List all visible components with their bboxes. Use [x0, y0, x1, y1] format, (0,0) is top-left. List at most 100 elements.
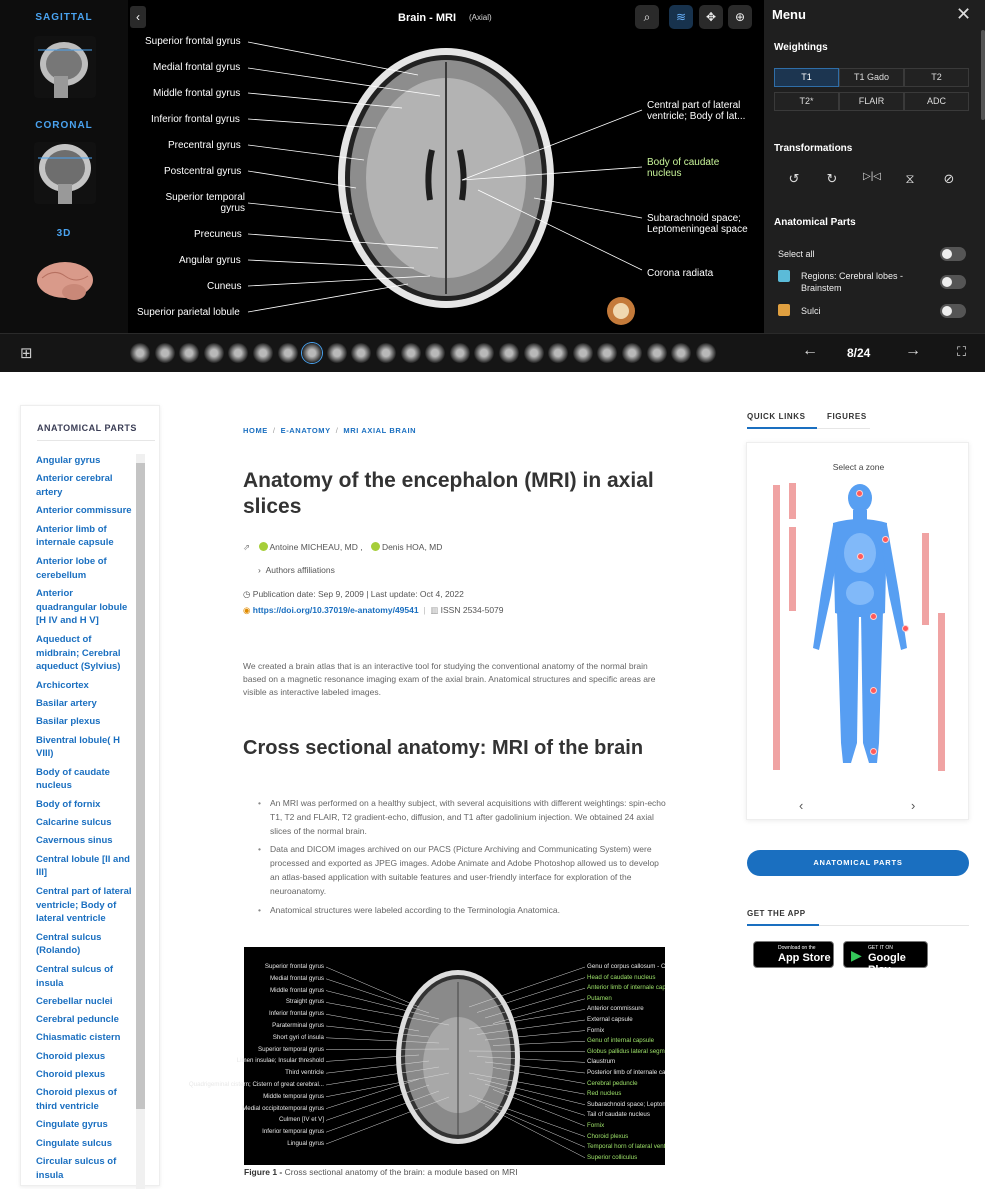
slice-thumbnail[interactable]	[179, 343, 200, 363]
authors-affiliations-toggle[interactable]: › Authors affiliations	[258, 565, 335, 575]
breadcrumb-home[interactable]: HOME	[243, 426, 268, 435]
menu-scrollbar[interactable]	[981, 30, 985, 120]
slice-thumbnail[interactable]	[130, 343, 150, 363]
slice-thumbnail[interactable]	[572, 343, 593, 363]
zoom-in-icon[interactable]: ⊕	[728, 5, 752, 29]
part-link[interactable]: Cavernous sinus	[36, 835, 113, 847]
figure-label[interactable]: Culmen [IV et V]	[278, 1116, 324, 1124]
coronal-thumbnail[interactable]	[34, 142, 96, 204]
slice-thumbnail[interactable]	[523, 343, 544, 363]
figure-label[interactable]: Claustrum	[587, 1058, 616, 1066]
flip-horizontal-icon[interactable]: ▷|◁	[863, 171, 881, 182]
figure-label[interactable]: Short gyri of insula	[272, 1033, 324, 1041]
zone-hotspot-ankle[interactable]	[870, 748, 877, 755]
figure-label[interactable]: Tail of caudate nucleus	[587, 1111, 650, 1119]
figure-label[interactable]: Fornix	[587, 1122, 605, 1129]
zone-hotspot-head[interactable]	[856, 490, 863, 497]
search-icon[interactable]: ⌕	[635, 5, 659, 29]
app-store-badge[interactable]: Download on the App Store	[753, 941, 834, 968]
fullscreen-icon[interactable]: ⛶	[957, 344, 967, 359]
sidebar-scrollbar-thumb[interactable]	[136, 463, 145, 1109]
figure-label[interactable]: Posterior limb of internale capsule	[587, 1069, 665, 1076]
zone-bar[interactable]	[789, 483, 796, 519]
breadcrumb-mri-axial-brain[interactable]: MRI AXIAL BRAIN	[343, 426, 417, 435]
label-precuneus[interactable]: Precuneus	[194, 229, 242, 240]
label-angular-gyrus[interactable]: Angular gyrus	[179, 255, 241, 266]
slice-thumbnail[interactable]	[154, 343, 175, 363]
close-icon[interactable]: ✕	[956, 4, 972, 24]
rotate-left-icon[interactable]: ↺	[788, 171, 800, 186]
author-1[interactable]: Antoine MICHEAU, MD ,	[269, 542, 363, 552]
carousel-next-icon[interactable]: ›	[911, 798, 916, 813]
weighting-flair-button[interactable]: FLAIR	[839, 92, 904, 111]
flip-vertical-icon[interactable]: ⧖	[905, 171, 915, 186]
figure-label[interactable]: Medial frontal gyrus	[270, 974, 324, 982]
slice-thumbnail[interactable]	[499, 343, 519, 363]
label-superior-temporal-gyrus[interactable]: Superior temporal gyrus	[165, 192, 245, 214]
part-link[interactable]: Central lobule [II and III]	[36, 853, 130, 879]
figure-label[interactable]: Anterior limb of internale capsule	[587, 984, 665, 992]
part-link[interactable]: Central sulcus (Rolando)	[36, 931, 102, 957]
slice-thumbnail[interactable]	[671, 343, 692, 363]
zone-bar[interactable]	[773, 485, 780, 770]
share-icon[interactable]: ⇗	[243, 542, 251, 552]
figure-label[interactable]: Inferior temporal gyrus	[262, 1128, 324, 1136]
slice-thumbnail[interactable]	[622, 343, 642, 363]
part-link[interactable]: Aqueduct of midbrain; Cerebral aqueduct …	[36, 633, 121, 673]
zone-hotspot-shoulder[interactable]	[882, 536, 889, 543]
regions-toggle[interactable]	[940, 275, 966, 289]
anatomical-parts-button[interactable]: ANATOMICAL PARTS	[747, 850, 969, 876]
figure-label[interactable]: Superior frontal gyrus	[264, 963, 324, 970]
zone-hotspot-hip[interactable]	[870, 613, 877, 620]
tab-figures[interactable]: FIGURES	[827, 412, 867, 421]
grid-icon[interactable]: ⊞	[20, 345, 33, 362]
part-link[interactable]: Central part of lateral ventricle; Body …	[36, 885, 132, 925]
figure-label[interactable]: Red nucleus	[587, 1090, 622, 1098]
slice-thumbnail[interactable]	[548, 343, 569, 363]
figure-label[interactable]: Straight gyrus	[285, 998, 324, 1006]
sulci-toggle[interactable]	[940, 304, 966, 318]
human-body-image[interactable]	[747, 443, 970, 821]
figure-label[interactable]: Fornix	[587, 1026, 605, 1034]
figure-label[interactable]: Head of caudate nucleus	[587, 973, 656, 981]
slice-thumbnail[interactable]	[351, 343, 372, 363]
axial-image-view[interactable]	[130, 0, 764, 333]
figure-label[interactable]: Third ventricle	[285, 1069, 324, 1077]
part-link[interactable]: Cingulate sulcus	[36, 1137, 113, 1149]
author-2[interactable]: Denis HOA, MD	[381, 542, 443, 552]
reset-icon[interactable]: ⊘	[943, 171, 955, 186]
slice-thumbnail[interactable]	[695, 343, 716, 363]
part-link[interactable]: Choroid plexus	[36, 1068, 106, 1080]
figure-label[interactable]: Middle temporal gyrus	[263, 1092, 324, 1100]
figure-label[interactable]: Inferior frontal gyrus	[268, 1010, 324, 1018]
label-medial-frontal-gyrus[interactable]: Medial frontal gyrus	[153, 62, 241, 73]
figure-label[interactable]: Temporal horn of lateral ventricle; Infe…	[587, 1143, 665, 1151]
view-label-coronal[interactable]: CORONAL	[35, 120, 93, 131]
slice-thumbnail[interactable]	[277, 343, 298, 363]
layers-icon[interactable]: ≋	[669, 5, 693, 29]
figure-label[interactable]: Superior colliculus	[587, 1153, 638, 1161]
figure-label[interactable]: Limen insulae; Insular threshold	[236, 1057, 324, 1065]
tab-quick-links[interactable]: QUICK LINKS	[747, 412, 806, 421]
3d-thumbnail[interactable]	[34, 258, 96, 320]
figure-label[interactable]: Paraterminal gyrus	[272, 1022, 324, 1029]
zone-bar[interactable]	[789, 527, 796, 611]
label-corona-radiata[interactable]: Corona radiata	[647, 268, 714, 279]
figure-label[interactable]: Superior temporal gyrus	[257, 1045, 324, 1053]
part-link[interactable]: Calcarine sulcus	[36, 817, 112, 829]
breadcrumb-e-anatomy[interactable]: E-ANATOMY	[280, 426, 331, 435]
part-link[interactable]: Central sulcus of insula	[36, 963, 114, 989]
part-link[interactable]: Cingulate gyrus	[36, 1119, 108, 1131]
label-postcentral-gyrus[interactable]: Postcentral gyrus	[164, 166, 242, 177]
zone-hotspot-chest[interactable]	[857, 553, 864, 560]
part-link[interactable]: Anterior commissure	[36, 505, 132, 517]
part-link[interactable]: Biventral lobule( H VIII)	[36, 734, 120, 760]
part-link[interactable]: Cerebellar nuclei	[36, 995, 113, 1007]
label-body-caudate-nucleus[interactable]: Body of caudate nucleus	[647, 157, 720, 179]
weighting-t1-gado-button[interactable]: T1 Gado	[839, 68, 904, 87]
view-label-sagittal[interactable]: SAGITTAL	[35, 12, 93, 23]
slice-thumbnail[interactable]	[302, 343, 323, 363]
part-link[interactable]: Anterior quadrangular lobule [H IV and H…	[36, 587, 128, 627]
slice-thumbnail[interactable]	[449, 343, 470, 363]
